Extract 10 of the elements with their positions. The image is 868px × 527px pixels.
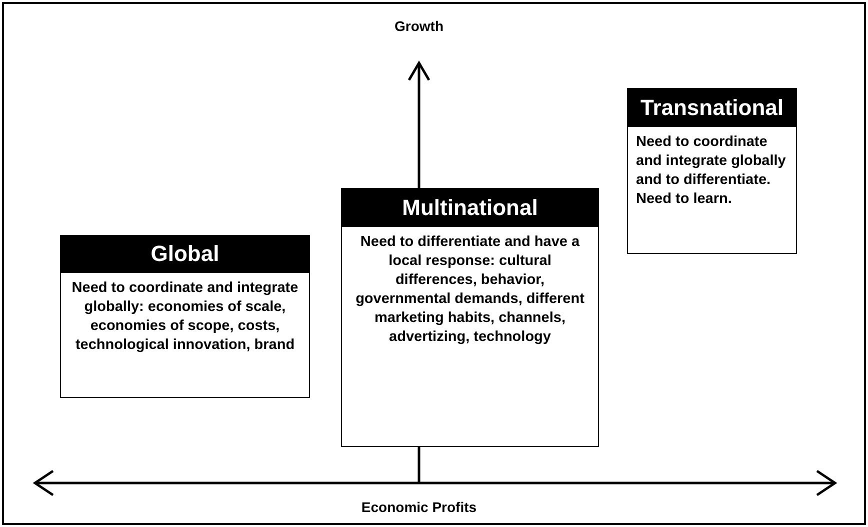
card-description: Need to differentiate and have a local response: cultural differences, behavior, governmental demands, different marketing habits, channels, advertizing, technology xyxy=(341,226,599,447)
strategy-card xyxy=(627,88,797,254)
card-heading: Global xyxy=(60,235,310,272)
axis-label: Economic Profits xyxy=(360,498,478,517)
strategy-card xyxy=(60,235,310,398)
axis-label: Growth xyxy=(394,17,444,36)
card-heading: Multinational xyxy=(341,188,599,226)
card-description: Need to coordinate and integrate globally and to differentiate. Need to learn. xyxy=(627,126,797,254)
card-description: Need to coordinate and integrate globally: economies of scale, economies of scope, costs, technological innovation, brand xyxy=(60,272,310,398)
card-heading: Transnational xyxy=(627,88,797,126)
